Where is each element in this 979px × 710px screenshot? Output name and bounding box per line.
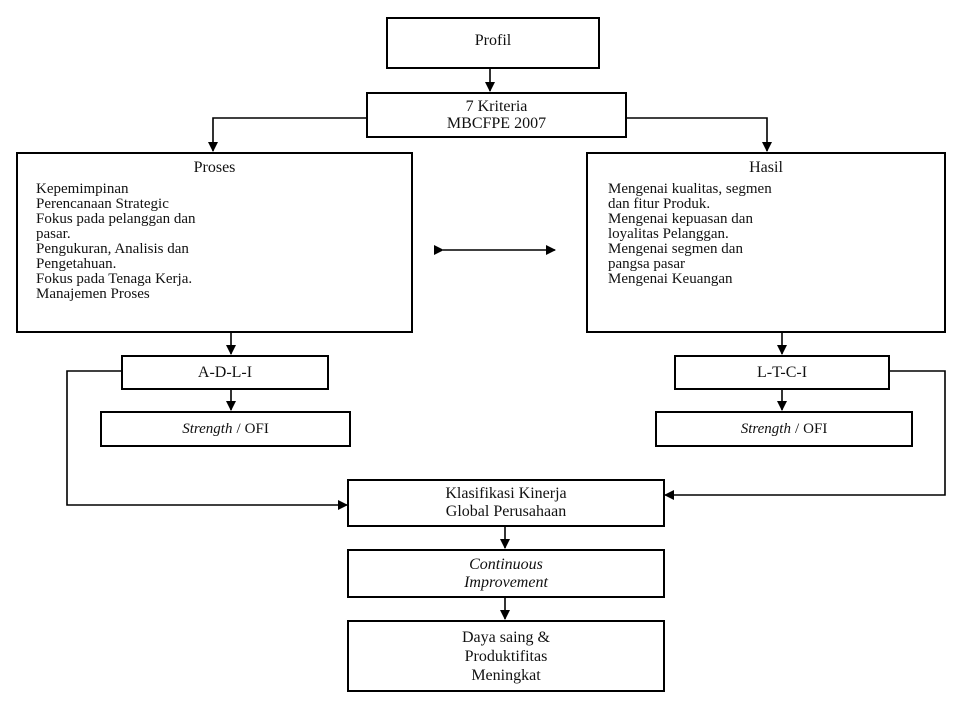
- arrow-kriteria-to-hasil: [627, 117, 772, 152]
- proses-item: Pengetahuan.: [36, 256, 117, 272]
- hasil-item: Mengenai segmen dan: [608, 241, 743, 257]
- proses-item: pasar.: [36, 226, 71, 242]
- separator-right: /: [794, 420, 800, 437]
- klasifikasi-line-2: Global Perusahaan: [445, 503, 567, 520]
- profil-label: Profil: [474, 32, 512, 49]
- continuous-line-2: Improvement: [464, 573, 548, 591]
- continuous-improvement-box: Continuous Improvement: [347, 549, 665, 598]
- proses-list: Kepemimpinan Perencanaan Strategic Fokus…: [18, 182, 411, 302]
- proses-title: Proses: [193, 159, 236, 176]
- hasil-item: Mengenai kepuasan dan: [608, 211, 753, 227]
- arrow-adli-to-klasifikasi: [66, 370, 348, 510]
- adli-box: A-D-L-I: [121, 355, 329, 390]
- daya-saing-line-3: Meningkat: [471, 666, 541, 684]
- strength-label-left: Strength: [182, 420, 233, 437]
- klasifikasi-box: Klasifikasi Kinerja Global Perusahaan: [347, 479, 665, 527]
- daya-saing-box: Daya saing & Produktifitas Meningkat: [347, 620, 665, 692]
- kriteria-box: 7 Kriteria MBCFPE 2007: [366, 92, 627, 138]
- hasil-list: Mengenai kualitas, segmen dan fitur Prod…: [588, 182, 944, 287]
- kriteria-line-1: 7 Kriteria: [465, 98, 528, 115]
- proses-item: Kepemimpinan: [36, 181, 129, 197]
- proses-item: Pengukuran, Analisis dan: [36, 241, 189, 257]
- strength-ofi-left-box: Strength / OFI: [100, 411, 351, 447]
- arrow-kriteria-to-proses: [208, 117, 366, 152]
- profil-box: Profil: [386, 17, 600, 69]
- kriteria-line-2: MBCFPE 2007: [446, 115, 547, 132]
- hasil-item: pangsa pasar: [608, 256, 686, 272]
- ofi-label-left: OFI: [244, 420, 269, 437]
- proses-item: Manajemen Proses: [36, 286, 150, 302]
- klasifikasi-line-1: Klasifikasi Kinerja: [445, 485, 567, 502]
- ltci-label: L-T-C-I: [756, 364, 808, 381]
- strength-ofi-right-box: Strength / OFI: [655, 411, 913, 447]
- ltci-box: L-T-C-I: [674, 355, 890, 390]
- ofi-label-right: OFI: [803, 420, 828, 437]
- proses-item: Fokus pada pelanggan dan: [36, 211, 196, 227]
- daya-saing-line-2: Produktifitas: [464, 647, 548, 665]
- separator-left: /: [236, 420, 241, 437]
- adli-label: A-D-L-I: [197, 364, 253, 381]
- arrow-ltci-to-klasifikasi: [664, 370, 946, 500]
- proses-item: Perencanaan Strategic: [36, 196, 169, 212]
- hasil-item: Mengenai kualitas, segmen: [608, 181, 772, 197]
- hasil-item: loyalitas Pelanggan.: [608, 226, 729, 242]
- daya-saing-line-1: Daya saing &: [462, 628, 550, 646]
- hasil-title: Hasil: [749, 159, 783, 176]
- hasil-item: Mengenai Keuangan: [608, 271, 733, 287]
- proses-box: Proses Kepemimpinan Perencanaan Strategi…: [16, 152, 413, 333]
- continuous-line-1: Continuous: [469, 555, 543, 573]
- strength-label-right: Strength: [740, 420, 791, 437]
- hasil-item: dan fitur Produk.: [608, 196, 711, 212]
- hasil-box: Hasil Mengenai kualitas, segmen dan fitu…: [586, 152, 946, 333]
- proses-item: Fokus pada Tenaga Kerja.: [36, 271, 193, 287]
